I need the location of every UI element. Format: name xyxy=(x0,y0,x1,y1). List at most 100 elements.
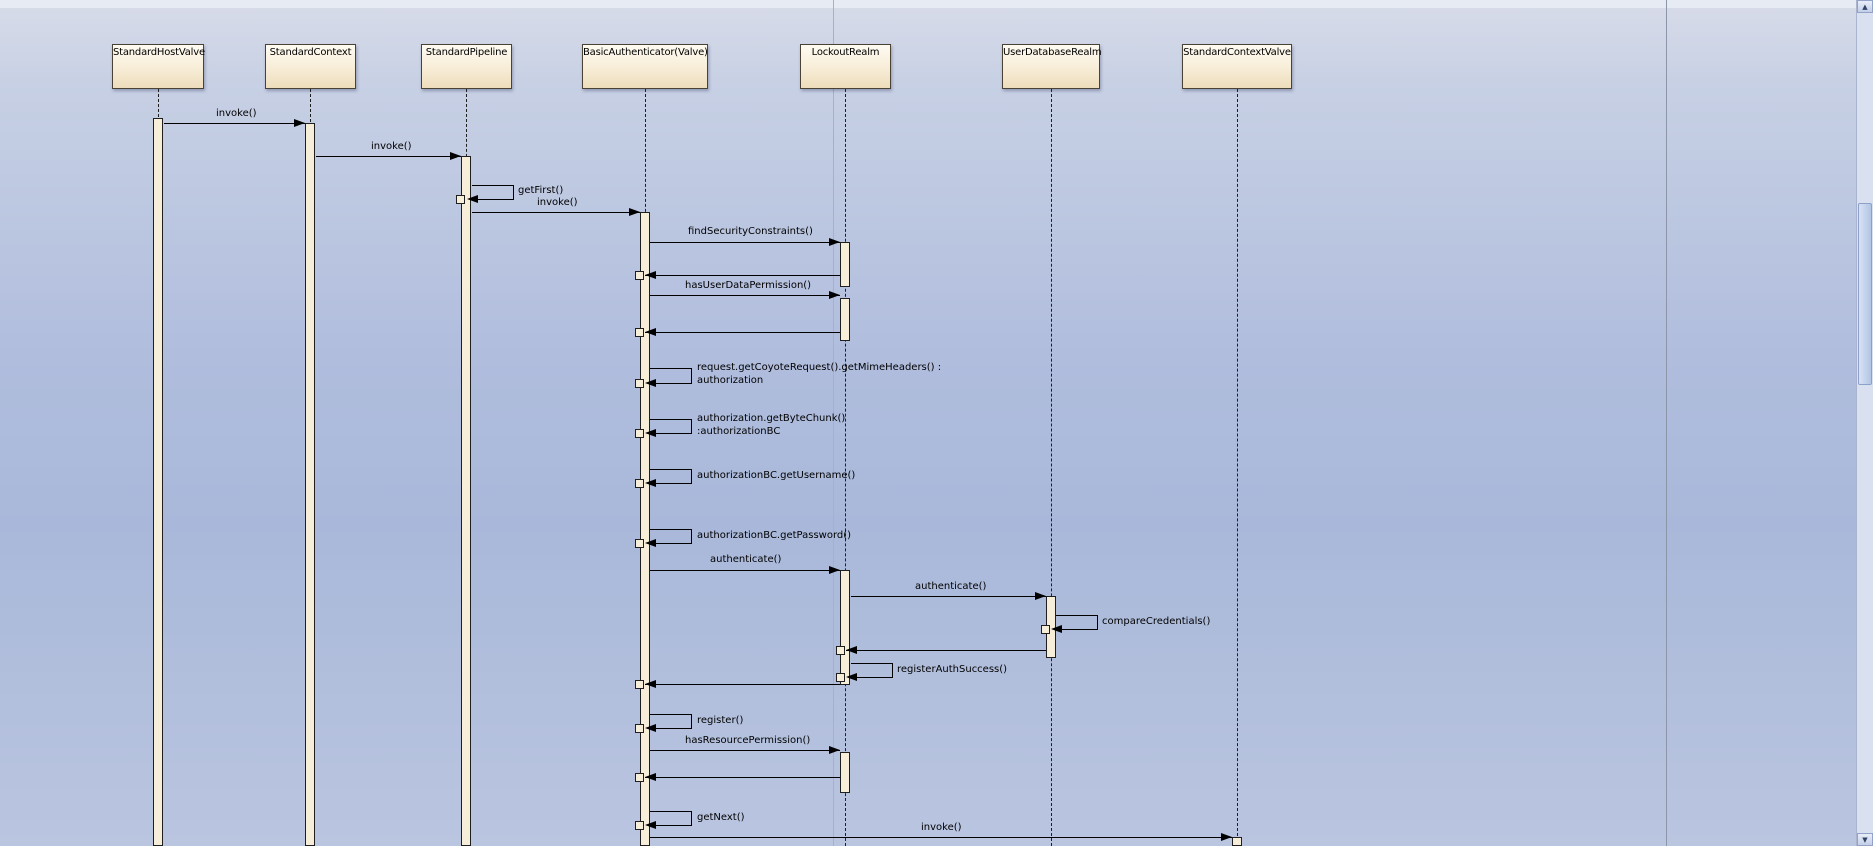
actor-standardcontext[interactable]: StandardContext xyxy=(265,44,356,89)
selfcall-side-getbytechunk xyxy=(691,419,692,433)
selfcall-top-getbytechunk xyxy=(650,419,692,420)
scroll-up-icon: ▲ xyxy=(1862,3,1868,11)
selfcall-top-getusername xyxy=(650,469,692,470)
message-line-authenticate-1 xyxy=(650,570,840,571)
selfcall-top-register xyxy=(650,714,692,715)
lifeline-standardcontextvalve xyxy=(1237,89,1238,846)
selfcall-bottom-registerauthsuccess xyxy=(851,677,893,678)
scroll-down-icon: ▼ xyxy=(1862,836,1868,844)
activation-lockoutrealm-authenticate xyxy=(840,570,850,685)
scrollbar-up-button[interactable]: ▲ xyxy=(1857,0,1873,13)
message-label-getusername: authorizationBC.getUsername() xyxy=(697,470,856,481)
nested-activation-return-3 xyxy=(836,646,845,655)
message-line-authenticate-2 xyxy=(851,596,1046,597)
message-line-hasresourcepermission xyxy=(650,750,840,751)
arrowhead-authenticate-1 xyxy=(829,566,840,574)
actor-label: StandardPipeline xyxy=(425,47,508,58)
scrollbar-thumb[interactable] xyxy=(1858,203,1872,385)
message-label-registerauthsuccess: registerAuthSuccess() xyxy=(897,664,1008,675)
return-arrowhead-findsecurityconstraints xyxy=(645,271,656,279)
actor-standardcontextvalve[interactable]: StandardContextValve xyxy=(1182,44,1292,89)
nested-activation-return-2 xyxy=(635,328,644,337)
actor-label: StandardContext xyxy=(269,47,352,58)
activation-standardcontextvalve xyxy=(1232,837,1242,846)
selfcall-top-registerauthsuccess xyxy=(851,663,893,664)
message-label-authenticate-2: authenticate() xyxy=(915,581,987,592)
arrowhead-getfirst xyxy=(467,195,478,203)
selfcall-side-register xyxy=(691,714,692,728)
message-label-hasresourcepermission: hasResourcePermission() xyxy=(685,735,811,746)
activation-basicauthenticator xyxy=(640,212,650,846)
message-label-invoke-2: invoke() xyxy=(371,141,412,152)
selfcall-bottom-getfirst xyxy=(472,199,514,200)
arrowhead-getpassword xyxy=(645,539,656,547)
selfcall-bottom-getnext xyxy=(650,825,692,826)
arrowhead-comparecredentials xyxy=(1051,625,1062,633)
actor-label: BasicAuthenticator(Valve) xyxy=(583,47,708,58)
selfcall-bottom-getpassword xyxy=(650,543,692,544)
message-line-hasuserdatapermission xyxy=(650,295,840,296)
return-arrowhead-authenticate-2 xyxy=(846,646,857,654)
selfcall-side-getnext xyxy=(691,811,692,825)
return-arrowhead-hasresourcepermission xyxy=(645,773,656,781)
arrowhead-getnext xyxy=(645,821,656,829)
selfcall-top-getpassword xyxy=(650,529,692,530)
message-label-hasuserdatapermission: hasUserDataPermission() xyxy=(685,280,812,291)
nested-activation-registerauthsuccess xyxy=(836,673,845,682)
nested-activation-getpassword xyxy=(635,539,644,548)
nested-activation-return-4 xyxy=(635,680,644,689)
selfcall-side-comparecredentials xyxy=(1097,615,1098,629)
selfcall-bottom-getbytechunk xyxy=(650,433,692,434)
selfcall-top-getnext xyxy=(650,811,692,812)
activation-lockoutrealm-findsecurityconstraints xyxy=(840,242,850,287)
arrowhead-register xyxy=(645,724,656,732)
arrowhead-invoke-2 xyxy=(450,152,461,160)
return-line-authenticate-2 xyxy=(846,650,1046,651)
return-line-authenticate-1 xyxy=(645,684,840,685)
message-label-getbytechunk-line2: :authorizationBC xyxy=(697,426,781,437)
arrowhead-authenticate-2 xyxy=(1035,592,1046,600)
selfcall-bottom-comparecredentials xyxy=(1056,629,1098,630)
vertical-scrollbar[interactable] xyxy=(1856,0,1873,846)
selfcall-side-getpassword xyxy=(691,529,692,543)
return-arrowhead-hasuserdatapermission xyxy=(645,328,656,336)
actor-standardhostvalve[interactable]: StandardHostValve xyxy=(112,44,205,89)
message-label-getmimeheaders-line1: request.getCoyoteRequest().getMimeHeader… xyxy=(697,362,942,373)
message-label-getpassword: authorizationBC.getPassword() xyxy=(697,530,852,541)
message-line-findsecurityconstraints xyxy=(650,242,840,243)
nested-activation-return-5 xyxy=(635,773,644,782)
message-label-findsecurityconstraints: findSecurityConstraints() xyxy=(688,226,813,237)
nested-activation-getfirst xyxy=(456,195,465,204)
actor-label: StandardContextValve xyxy=(1183,47,1291,58)
selfcall-bottom-register xyxy=(650,728,692,729)
actor-lockoutrealm[interactable]: LockoutRealm xyxy=(800,44,891,89)
message-label-getfirst: getFirst() xyxy=(518,185,564,196)
message-label-comparecredentials: compareCredentials() xyxy=(1102,616,1211,627)
message-line-invoke-4 xyxy=(650,837,1232,838)
arrowhead-getusername xyxy=(645,479,656,487)
arrowhead-hasuserdatapermission xyxy=(829,291,840,299)
activation-standardpipeline xyxy=(461,156,471,846)
return-line-hasuserdatapermission xyxy=(645,332,840,333)
actor-label: LockoutRealm xyxy=(811,47,880,58)
return-line-findsecurityconstraints xyxy=(645,275,840,276)
message-line-invoke-3 xyxy=(472,212,640,213)
arrowhead-findsecurityconstraints xyxy=(829,238,840,246)
actor-userdatabaserealm[interactable]: UserDatabaseRealm xyxy=(1002,44,1102,89)
arrowhead-hasresourcepermission xyxy=(829,746,840,754)
activation-standardcontext xyxy=(305,123,315,846)
scrollbar-down-button[interactable]: ▼ xyxy=(1857,833,1873,846)
page-break-guide-line xyxy=(833,0,834,846)
lifeline-userdatabaserealm xyxy=(1051,89,1052,846)
arrowhead-getmimeheaders xyxy=(645,379,656,387)
arrowhead-invoke-1 xyxy=(294,119,305,127)
actor-standardpipeline[interactable]: StandardPipeline xyxy=(421,44,512,89)
message-label-getbytechunk-line1: authorization.getByteChunk() xyxy=(697,413,846,424)
activation-lockoutrealm-hasresourcepermission xyxy=(840,752,850,793)
arrowhead-invoke-3 xyxy=(629,208,640,216)
arrowhead-invoke-4 xyxy=(1221,833,1232,841)
arrowhead-getbytechunk xyxy=(645,429,656,437)
message-line-invoke-1 xyxy=(164,123,305,124)
actor-basicauthenticator[interactable]: BasicAuthenticator(Valve) xyxy=(582,44,708,89)
